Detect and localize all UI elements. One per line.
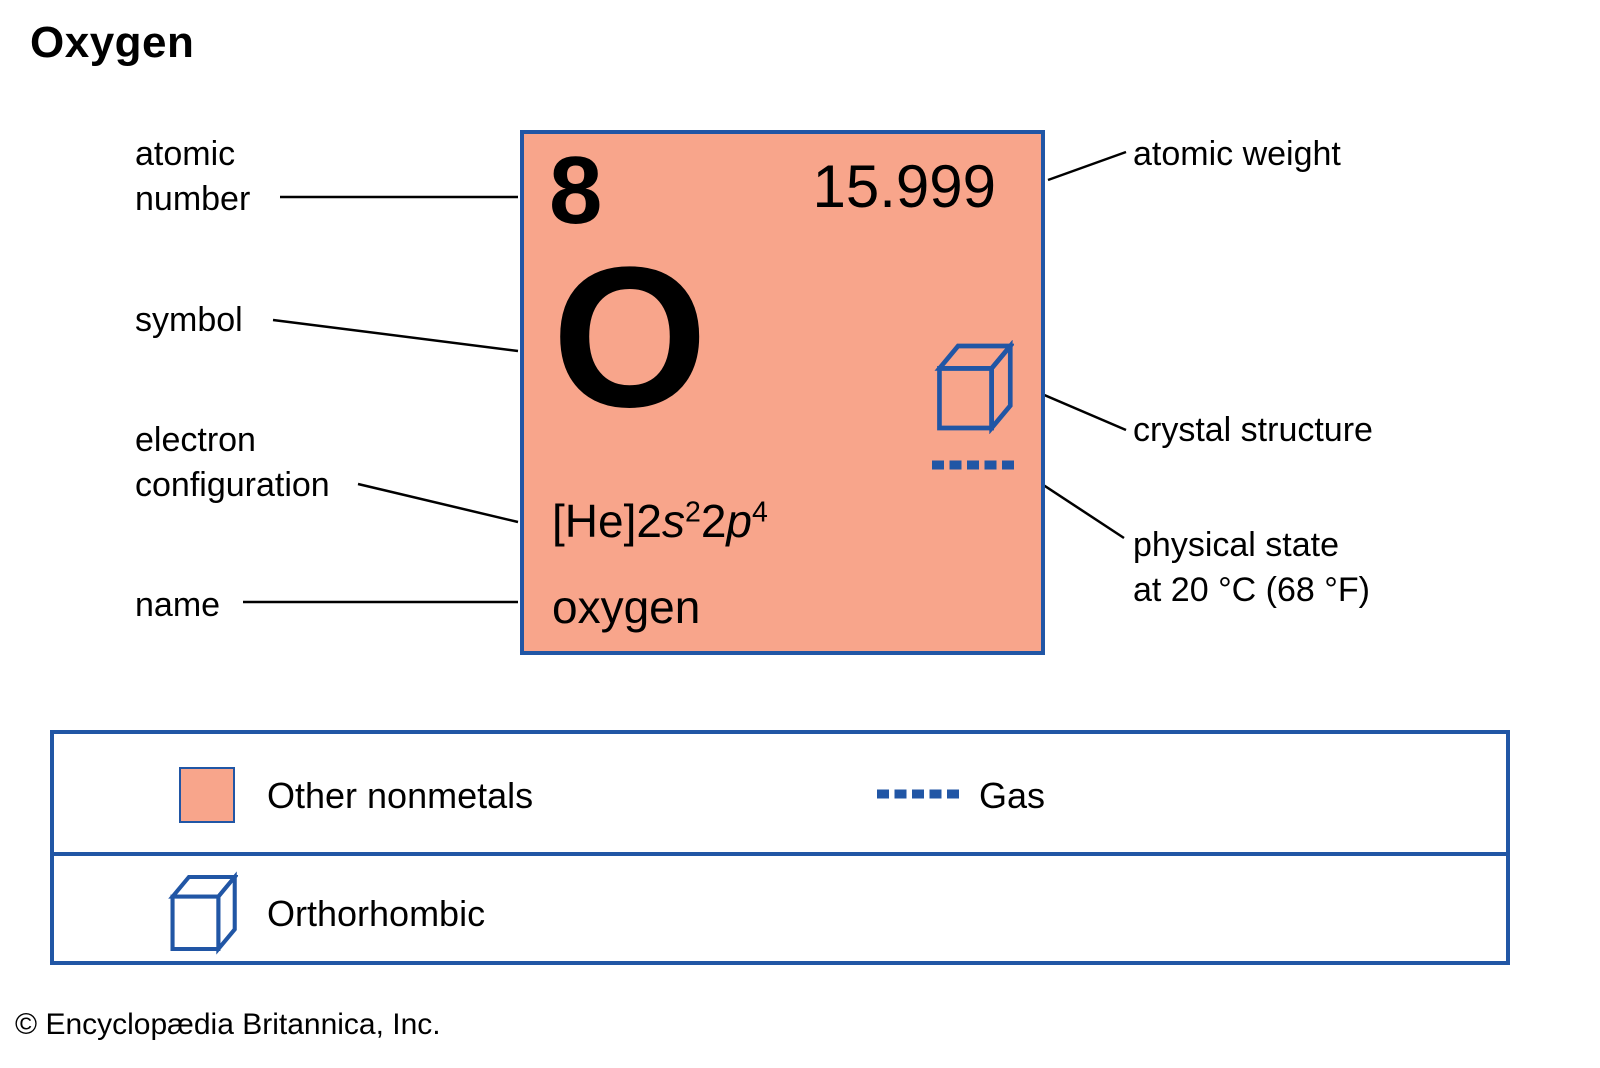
legend-category-label: Other nonmetals bbox=[267, 775, 534, 816]
econfig-part: [He]2 bbox=[552, 495, 662, 547]
element-card: 8 15.999 O [He]2s22p4 oxygen bbox=[520, 130, 1045, 655]
econfig-part: 2 bbox=[700, 495, 727, 547]
electron-configuration-value: [He]2s22p4 bbox=[552, 494, 768, 549]
legend-gas-label: Gas bbox=[979, 775, 1046, 816]
label-atomic-weight: atomic weight bbox=[1133, 135, 1341, 173]
page-title: Oxygen bbox=[30, 18, 195, 67]
crystal-structure-cube-icon bbox=[934, 340, 1014, 434]
orthorhombic-cube-icon bbox=[168, 871, 238, 955]
atomic-number-value: 8 bbox=[549, 137, 603, 244]
category-color-swatch bbox=[179, 767, 235, 823]
label-symbol: symbol bbox=[135, 301, 243, 339]
label-name: name bbox=[135, 586, 221, 624]
econfig-orbital-s: s bbox=[661, 495, 685, 547]
econfig-superscript: 4 bbox=[752, 496, 768, 529]
gas-legend-dashes-icon bbox=[877, 789, 959, 799]
label-atomic-number: atomic number bbox=[135, 135, 251, 218]
legend-divider bbox=[54, 852, 1506, 856]
legend-box: Other nonmetals Gas Orthorhombic bbox=[50, 730, 1510, 965]
legend-crystal-label: Orthorhombic bbox=[267, 893, 486, 934]
element-symbol: O bbox=[552, 226, 708, 449]
connector-electron-configuration bbox=[357, 482, 519, 524]
connector-atomic-weight bbox=[1047, 150, 1127, 182]
copyright-notice: © Encyclopædia Britannica, Inc. bbox=[15, 1008, 441, 1041]
element-name-value: oxygen bbox=[552, 581, 701, 633]
connector-symbol bbox=[272, 318, 519, 353]
gas-state-dashes-icon bbox=[932, 460, 1014, 470]
label-physical-state: physical state at 20 °C (68 °F) bbox=[1133, 526, 1370, 609]
atomic-weight-value: 15.999 bbox=[812, 153, 996, 220]
label-electron-configuration: electron configuration bbox=[135, 421, 330, 504]
econfig-orbital-p: p bbox=[726, 495, 752, 547]
econfig-superscript: 2 bbox=[684, 496, 701, 529]
label-crystal-structure: crystal structure bbox=[1133, 411, 1373, 449]
